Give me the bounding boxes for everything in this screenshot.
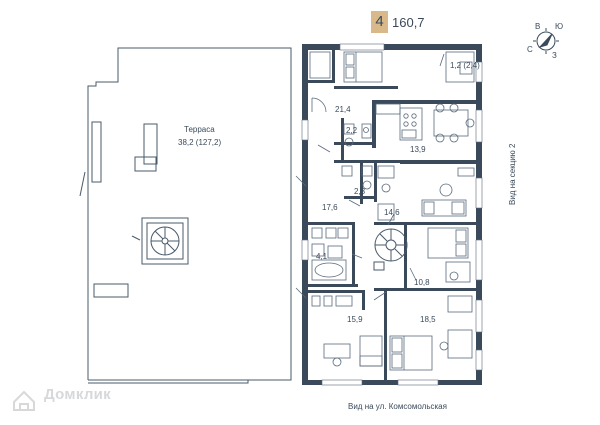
room-area: 21,4	[335, 105, 351, 114]
room-area: 18,5	[420, 315, 436, 324]
domklik-logo-icon	[13, 390, 35, 411]
compass-rose	[533, 28, 559, 54]
bedroom-bottom-left-furniture	[311, 295, 383, 367]
bathroom-fixtures	[311, 123, 395, 281]
terrace-area: 38,2 (127,2)	[178, 138, 222, 147]
windows	[301, 43, 483, 386]
terrace-bench	[93, 283, 129, 298]
compass-label-e: Ю	[555, 22, 564, 31]
central-staircase	[373, 228, 408, 271]
terrace-staircase	[131, 217, 189, 265]
watermark: Домклик	[10, 386, 111, 403]
terrace-title: Терраса	[184, 125, 215, 134]
room-area: 15,9	[347, 315, 363, 324]
compass-label-s: З	[552, 51, 557, 60]
room-area: 2,2	[346, 126, 358, 135]
doors	[295, 53, 445, 301]
bedroom-mid-furniture	[427, 227, 471, 283]
balcony-area: 1,2 (2,4)	[450, 61, 480, 70]
room-area: 14,6	[384, 208, 400, 217]
compass-label-n: В	[535, 22, 541, 31]
living-furniture	[377, 167, 475, 221]
interior-walls	[302, 50, 476, 380]
room-area: 2,3	[354, 187, 366, 196]
room-area: 17,6	[322, 203, 338, 212]
bedroom-top-furniture	[309, 51, 475, 83]
total-area: 160,7	[392, 14, 425, 30]
room-area: 10,8	[414, 278, 430, 287]
apartment-summary: 4 160,7	[371, 11, 425, 33]
room-count-badge: 4	[371, 11, 388, 33]
terrace	[79, 47, 292, 384]
outer-walls	[302, 44, 482, 385]
compass-label-w: С	[527, 45, 533, 54]
room-area: 13,9	[410, 145, 426, 154]
room-area: 4,1	[316, 252, 328, 261]
watermark-text: Домклик	[44, 386, 111, 403]
view-label-street: Вид на ул. Комсомольская	[348, 402, 447, 411]
bedroom-bottom-right-furniture	[389, 295, 473, 371]
view-label-section: Вид на секцию 2	[508, 143, 517, 205]
kitchen-furniture	[375, 103, 475, 143]
